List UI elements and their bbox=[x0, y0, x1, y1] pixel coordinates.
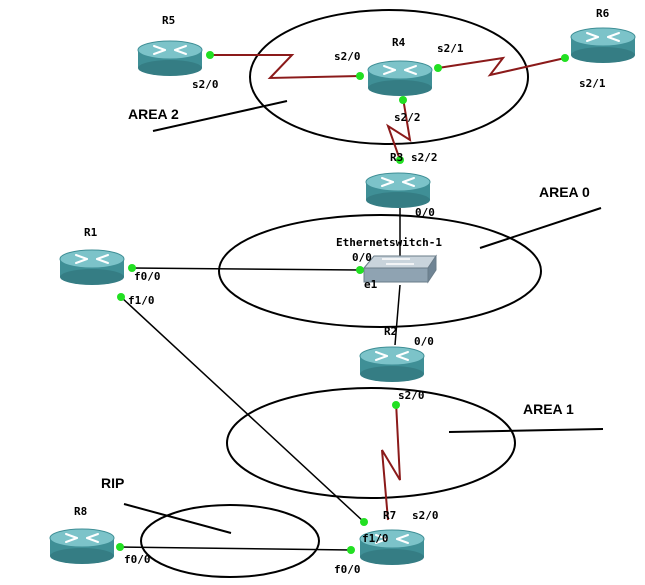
port-dot bbox=[347, 546, 355, 554]
port-dot bbox=[117, 293, 125, 301]
router-label-r8: R8 bbox=[74, 505, 87, 518]
iface-r8-f00: f0/0 bbox=[124, 553, 151, 566]
area0-label: AREA 0 bbox=[539, 184, 590, 200]
link-r1-r7 bbox=[120, 296, 365, 523]
router-label-r3: R3 bbox=[390, 151, 403, 164]
rip-label: RIP bbox=[101, 475, 124, 491]
area2-ellipse bbox=[249, 9, 529, 145]
iface-r4-s21: s2/1 bbox=[437, 42, 464, 55]
router-r5[interactable] bbox=[137, 40, 203, 77]
iface-sw-00: 0/0 bbox=[352, 251, 372, 264]
port-dots bbox=[116, 51, 569, 554]
rip-pointer bbox=[123, 503, 232, 534]
router-label-r1: R1 bbox=[84, 226, 98, 239]
area0-pointer bbox=[479, 207, 602, 249]
port-dot bbox=[116, 543, 124, 551]
router-label-r5: R5 bbox=[162, 14, 175, 27]
iface-r7-f00: f0/0 bbox=[334, 563, 361, 576]
router-r1[interactable] bbox=[59, 249, 125, 286]
ethernet-switch[interactable] bbox=[362, 254, 437, 284]
link-r4-r6 bbox=[437, 56, 566, 77]
router-label-r2: R2 bbox=[384, 325, 397, 338]
iface-r2-s20: s2/0 bbox=[398, 389, 425, 402]
iface-r7-f10: f1/0 bbox=[362, 532, 389, 545]
port-dot bbox=[360, 518, 368, 526]
iface-r4-s22: s2/2 bbox=[394, 111, 421, 124]
port-dot bbox=[396, 156, 404, 164]
router-label-r4: R4 bbox=[392, 36, 406, 49]
port-dot bbox=[356, 72, 364, 80]
router-r3[interactable] bbox=[365, 172, 431, 209]
area1-ellipse bbox=[226, 387, 516, 499]
area1-pointer bbox=[448, 428, 604, 433]
router-r2[interactable] bbox=[359, 346, 425, 383]
area1-label: AREA 1 bbox=[523, 401, 574, 417]
link-r8-r7 bbox=[119, 546, 352, 551]
iface-r4-s20: s2/0 bbox=[334, 50, 361, 63]
rip-ellipse bbox=[140, 504, 320, 578]
link-r1-switch bbox=[131, 267, 361, 271]
port-dot bbox=[128, 264, 136, 272]
area0-ellipse bbox=[218, 214, 542, 328]
link-r5-r4 bbox=[210, 54, 361, 80]
iface-r3-00: 0/0 bbox=[415, 206, 435, 219]
iface-sw-e1: e1 bbox=[364, 278, 378, 291]
router-r8[interactable] bbox=[49, 528, 115, 565]
iface-r7-s20: s2/0 bbox=[412, 509, 439, 522]
switch-label: Ethernetswitch-1 bbox=[336, 236, 442, 249]
link-r4-r3 bbox=[386, 97, 412, 161]
iface-r5-s20: s2/0 bbox=[192, 78, 219, 91]
router-r4[interactable] bbox=[367, 60, 433, 97]
iface-r1-f10: f1/0 bbox=[128, 294, 155, 307]
link-r2-r7 bbox=[381, 401, 401, 521]
router-label-r7: R7 bbox=[383, 509, 396, 522]
router-label-r6: R6 bbox=[596, 7, 610, 20]
area2-pointer bbox=[152, 100, 288, 132]
link-switch-r2 bbox=[394, 284, 401, 346]
iface-r2-00: 0/0 bbox=[414, 335, 434, 348]
port-dot bbox=[399, 96, 407, 104]
port-dot bbox=[392, 401, 400, 409]
port-dot bbox=[434, 64, 442, 72]
iface-r6-s21: s2/1 bbox=[579, 77, 606, 90]
area2-label: AREA 2 bbox=[128, 106, 179, 122]
router-r6[interactable] bbox=[570, 27, 636, 64]
iface-r3-s22: s2/2 bbox=[411, 151, 438, 164]
port-dot bbox=[561, 54, 569, 62]
iface-r1-f00: f0/0 bbox=[134, 270, 161, 283]
port-dot bbox=[206, 51, 214, 59]
port-dot bbox=[356, 266, 364, 274]
